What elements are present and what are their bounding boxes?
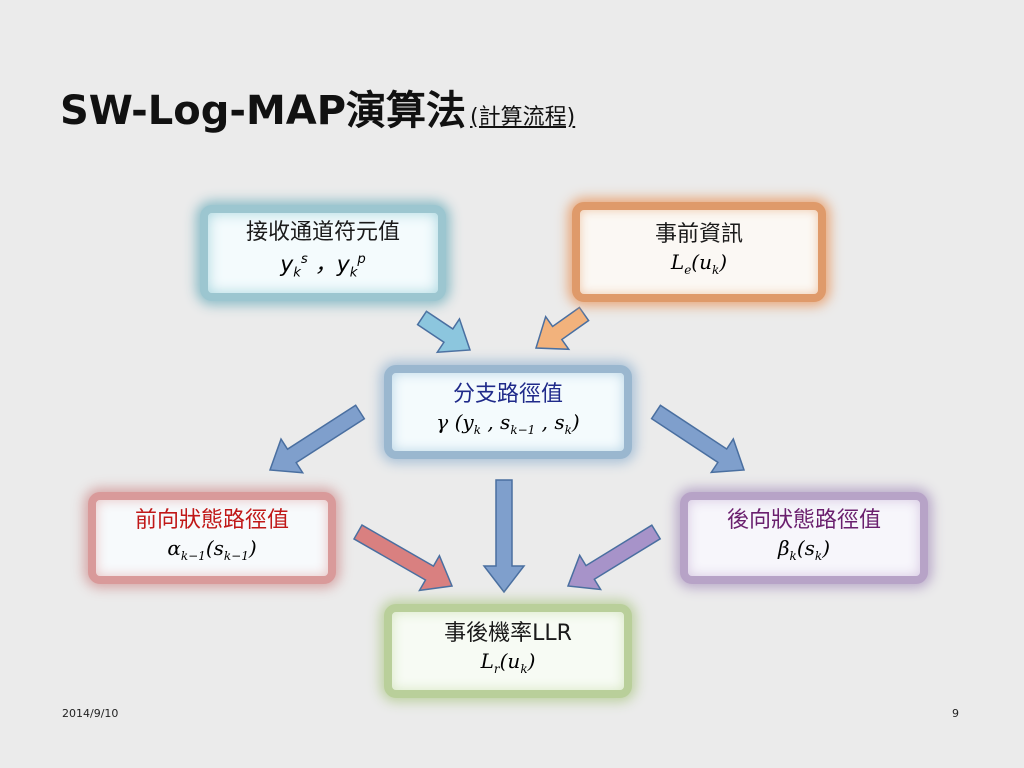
arrow-branch-to-forward bbox=[268, 404, 366, 474]
forward-metric-label: 前向狀態路徑值 bbox=[134, 508, 289, 533]
channel-symbols-box: 接收通道符元值 yks ，ykp bbox=[200, 205, 446, 301]
channel-symbols-formula: yks ，ykp bbox=[280, 252, 366, 281]
posterior-llr-formula: Lr(uk) bbox=[480, 649, 536, 676]
channel-symbols-label: 接收通道符元值 bbox=[245, 220, 400, 246]
branch-metric-label: 分支路徑值 bbox=[452, 382, 563, 407]
arrow-forward-to-posterior bbox=[352, 524, 454, 592]
prior-info-label: 事前資訊 bbox=[654, 222, 743, 247]
page-number: 9 bbox=[952, 707, 959, 720]
branch-metric-box: 分支路徑值 γ (yk , sk−1 , sk) bbox=[384, 365, 632, 459]
prior-info-formula: Le(uk) bbox=[670, 250, 728, 277]
title-subtitle: (計算流程) bbox=[470, 105, 576, 130]
backward-metric-label: 後向狀態路徑值 bbox=[726, 508, 881, 533]
backward-metric-formula: βk(sk) bbox=[777, 536, 830, 563]
backward-metric-box: 後向狀態路徑值 βk(sk) bbox=[680, 492, 928, 584]
forward-metric-box: 前向狀態路徑值 αk−1(sk−1) bbox=[88, 492, 336, 584]
arrow-prior-to-branch bbox=[534, 306, 590, 351]
arrow-channel-to-branch bbox=[416, 310, 472, 354]
slide-title: SW-Log-MAP演算法(計算流程) bbox=[60, 78, 575, 136]
arrow-branch-to-posterior bbox=[482, 479, 526, 594]
posterior-llr-label: 事後機率LLR bbox=[444, 621, 572, 646]
branch-metric-formula: γ (yk , sk−1 , sk) bbox=[436, 410, 580, 437]
arrow-backward-to-posterior bbox=[566, 524, 662, 591]
footer-date: 2014/9/10 bbox=[62, 707, 119, 720]
posterior-llr-box: 事後機率LLR Lr(uk) bbox=[384, 604, 632, 698]
forward-metric-formula: αk−1(sk−1) bbox=[167, 536, 257, 563]
prior-info-box: 事前資訊 Le(uk) bbox=[572, 202, 826, 302]
title-main: SW-Log-MAP演算法 bbox=[60, 88, 467, 134]
arrow-branch-to-backward bbox=[650, 404, 746, 474]
